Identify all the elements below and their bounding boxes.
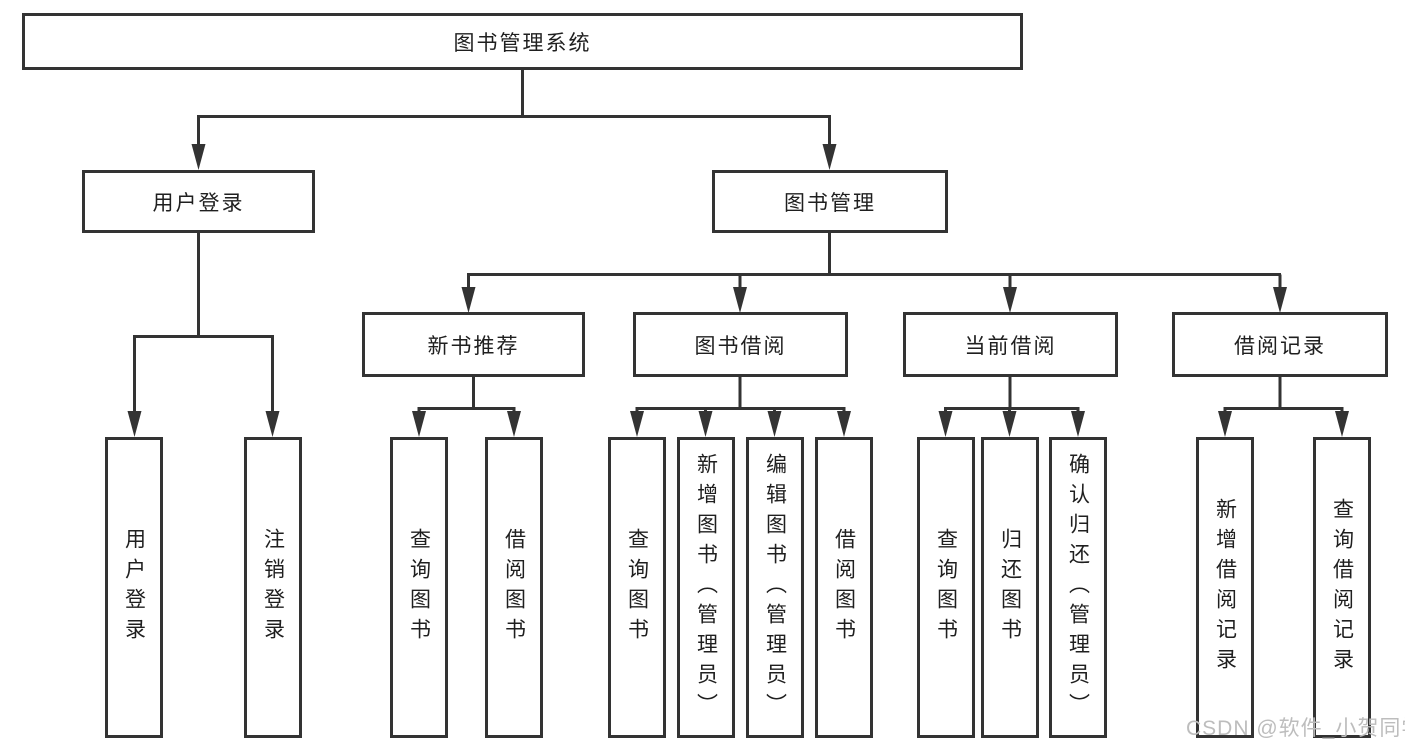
connector-line bbox=[417, 377, 516, 416]
connector-line bbox=[944, 377, 1080, 416]
leaf-borrow-books-recommend: 借阅图书 bbox=[485, 437, 543, 738]
connector-root-to-level2 bbox=[191, 69, 837, 170]
node-label: 查询借阅记录 bbox=[1330, 497, 1354, 678]
connector-arrowhead bbox=[1003, 287, 1017, 313]
connector-arrowhead bbox=[1335, 411, 1349, 437]
leaf-query-books-borrowing: 查询图书 bbox=[608, 437, 666, 738]
connector-arrowhead bbox=[1002, 411, 1017, 437]
node-label: 归还图书 bbox=[998, 527, 1022, 648]
node-label: 图书管理系统 bbox=[453, 31, 592, 55]
node-book-management: 图书管理 bbox=[712, 170, 948, 233]
leaf-user-login: 用户登录 bbox=[105, 437, 163, 738]
connector-borrowing-to-leaves bbox=[630, 377, 851, 437]
node-label: 用户登录 bbox=[152, 191, 245, 215]
connector-arrowhead bbox=[461, 287, 476, 313]
connector-current-to-leaves bbox=[938, 377, 1085, 437]
connector-arrowhead bbox=[767, 411, 782, 437]
connector-book-mgmt-to-level3 bbox=[461, 233, 1287, 313]
node-label: 新增借阅记录 bbox=[1213, 497, 1237, 678]
connector-arrowhead bbox=[127, 411, 142, 437]
leaf-query-books-current: 查询图书 bbox=[917, 437, 975, 738]
connector-arrowhead bbox=[630, 411, 644, 437]
node-new-book-recommendation: 新书推荐 bbox=[362, 312, 585, 377]
node-label: 新增图书（管理员） bbox=[694, 452, 718, 723]
connector-arrowhead bbox=[938, 411, 953, 437]
connector-arrowhead bbox=[507, 411, 521, 437]
connector-arrowhead bbox=[1218, 411, 1232, 437]
node-label: 查询图书 bbox=[407, 527, 431, 648]
connector-arrowhead bbox=[733, 287, 747, 313]
node-label: 用户登录 bbox=[122, 527, 146, 648]
node-label: 查询图书 bbox=[625, 527, 649, 648]
connector-new-rec-to-leaves bbox=[412, 377, 521, 437]
connector-arrowhead bbox=[698, 411, 713, 437]
connector-user-login-to-leaves bbox=[127, 233, 280, 437]
node-current-borrowing: 当前借阅 bbox=[903, 312, 1118, 377]
node-library-management-system: 图书管理系统 bbox=[22, 13, 1023, 70]
connector-arrowhead bbox=[412, 411, 426, 437]
leaf-edit-books-admin: 编辑图书（管理员） bbox=[746, 437, 804, 738]
node-label: 图书借阅 bbox=[694, 334, 787, 358]
node-label: 查询图书 bbox=[934, 527, 958, 648]
node-book-borrowing: 图书借阅 bbox=[633, 312, 848, 377]
node-user-login: 用户登录 bbox=[82, 170, 315, 233]
connector-arrowhead bbox=[1071, 411, 1085, 437]
connector-arrowhead bbox=[822, 144, 837, 170]
leaf-confirm-return-admin: 确认归还（管理员） bbox=[1049, 437, 1107, 738]
connector-line bbox=[635, 377, 846, 416]
leaf-borrow-books-borrowing: 借阅图书 bbox=[815, 437, 873, 738]
connector-line bbox=[467, 233, 1282, 290]
connector-line bbox=[133, 233, 274, 414]
leaf-add-books-admin: 新增图书（管理员） bbox=[677, 437, 735, 738]
leaf-logout-login: 注销登录 bbox=[244, 437, 302, 738]
node-borrowing-records: 借阅记录 bbox=[1172, 312, 1388, 377]
node-label: 注销登录 bbox=[261, 527, 285, 648]
node-label: 借阅记录 bbox=[1234, 334, 1326, 358]
connector-line bbox=[197, 69, 831, 146]
leaf-query-borrow-record: 查询借阅记录 bbox=[1313, 437, 1371, 738]
connector-arrowhead bbox=[265, 411, 280, 437]
connector-records-to-leaves bbox=[1218, 377, 1349, 437]
node-label: 编辑图书（管理员） bbox=[763, 452, 787, 723]
connector-line bbox=[1223, 377, 1344, 416]
node-label: 新书推荐 bbox=[427, 334, 520, 358]
connector-arrowhead bbox=[1273, 287, 1287, 313]
leaf-query-books-recommend: 查询图书 bbox=[390, 437, 448, 738]
node-label: 当前借阅 bbox=[964, 334, 1057, 358]
connector-arrowhead bbox=[191, 144, 206, 170]
node-label: 借阅图书 bbox=[502, 527, 526, 648]
leaf-add-borrow-record: 新增借阅记录 bbox=[1196, 437, 1254, 738]
node-label: 借阅图书 bbox=[832, 527, 856, 648]
leaf-return-books: 归还图书 bbox=[981, 437, 1039, 738]
connector-arrowhead bbox=[837, 411, 851, 437]
node-label: 图书管理 bbox=[784, 191, 876, 215]
node-label: 确认归还（管理员） bbox=[1066, 452, 1090, 723]
csdn-watermark: CSDN @软件_小贺同学 bbox=[1186, 717, 1405, 740]
